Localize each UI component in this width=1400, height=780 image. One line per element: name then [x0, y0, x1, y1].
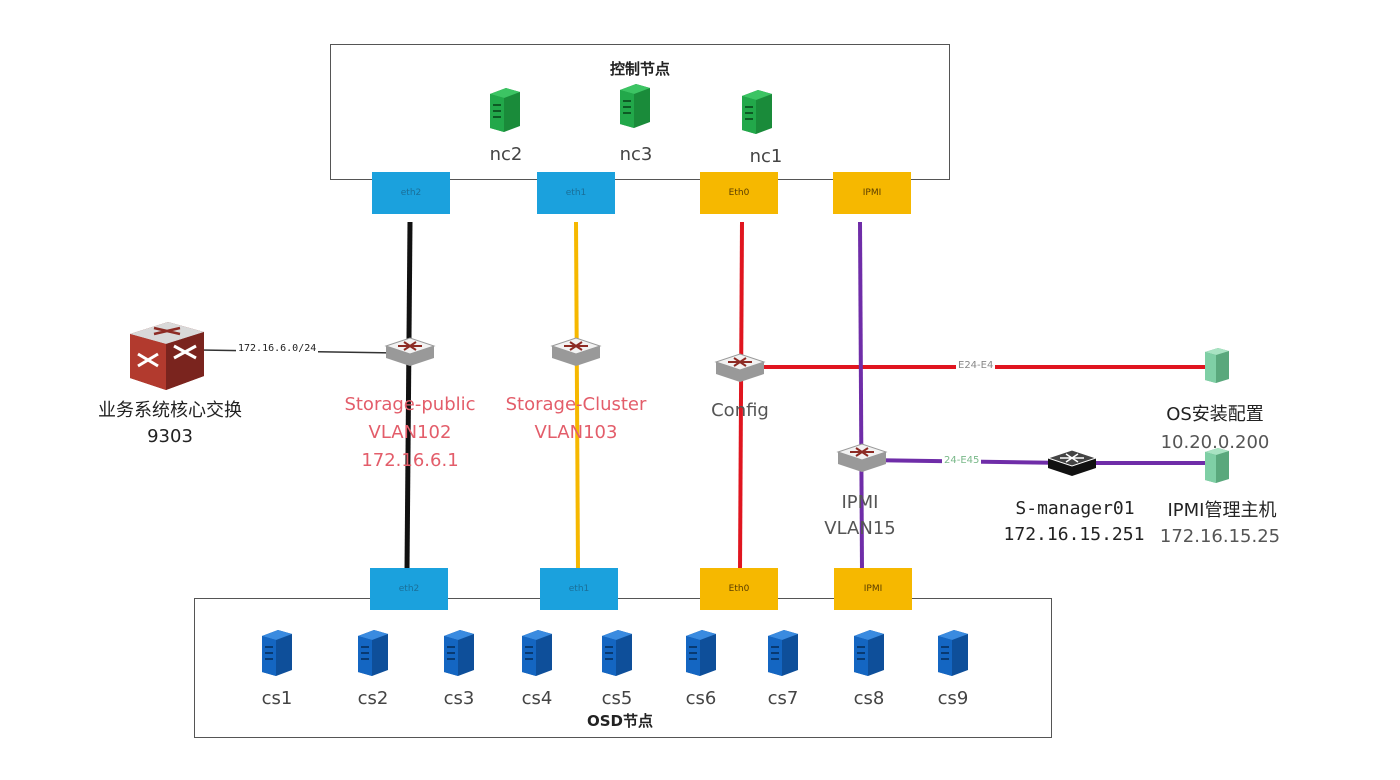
ipmi-switch-icon [834, 440, 890, 480]
osd-group-title: OSD节点 [586, 712, 653, 730]
ipmi-name: IPMI [841, 492, 879, 513]
ipmi-host-ip: 172.16.15.25 [1159, 526, 1281, 547]
node-label-nc1: nc1 [749, 146, 783, 167]
control-port-eth1: eth1 [537, 172, 615, 214]
server-icon [258, 628, 296, 680]
s-manager-name: S-manager01 [1015, 498, 1135, 519]
storage-cluster-link [574, 221, 580, 571]
osd-port-eth2: eth2 [370, 568, 448, 610]
node-label-cs1: cs1 [261, 688, 293, 709]
node-label-cs7: cs7 [767, 688, 799, 709]
node-label-nc2: nc2 [489, 144, 523, 165]
os-install-server-icon [1202, 346, 1232, 388]
node-label-cs4: cs4 [521, 688, 553, 709]
ipmi-host-server-icon [1202, 446, 1232, 488]
storage-cluster-name: Storage-Cluster [505, 394, 647, 415]
ipmi-host-title: IPMI管理主机 [1167, 500, 1277, 521]
core-router-icon [124, 316, 208, 400]
storage-public-vlan: VLAN102 [368, 422, 452, 443]
storage-public-link [404, 221, 413, 571]
node-label-cs8: cs8 [853, 688, 885, 709]
server-icon [440, 628, 478, 680]
osd-node-group [194, 598, 1052, 738]
server-icon [682, 628, 720, 680]
config-vertical-link [738, 221, 744, 571]
server-icon [850, 628, 888, 680]
s-manager-switch-icon [1044, 446, 1100, 484]
storage-cluster-vlan: VLAN103 [534, 422, 618, 443]
osd-port-eth0: Eth0 [700, 568, 778, 610]
server-icon [934, 628, 972, 680]
core-switch-link-label: 172.16.6.0/24 [236, 343, 319, 354]
os-install-ip: 10.20.0.200 [1160, 432, 1270, 453]
control-node-group [330, 44, 950, 180]
node-label-cs2: cs2 [357, 688, 389, 709]
server-icon [518, 628, 556, 680]
server-icon [738, 88, 776, 138]
node-label-cs6: cs6 [685, 688, 717, 709]
config-link-label: E24-E4 [956, 360, 996, 371]
ipmi-vlan: VLAN15 [824, 518, 896, 539]
server-icon [354, 628, 392, 680]
storage-cluster-switch-icon [548, 334, 604, 374]
core-switch-name: 业务系统核心交换 [98, 400, 242, 421]
control-group-title: 控制节点 [609, 60, 670, 78]
ipmi-vertical-link [858, 221, 864, 571]
control-port-eth2: eth2 [372, 172, 450, 214]
os-install-title: OS安装配置 [1166, 404, 1264, 425]
storage-public-ip: 172.16.6.1 [361, 450, 459, 471]
node-label-cs5: cs5 [601, 688, 633, 709]
storage-public-name: Storage-public [344, 394, 476, 415]
config-switch-icon [712, 350, 768, 390]
node-label-nc3: nc3 [619, 144, 653, 165]
node-label-cs3: cs3 [443, 688, 475, 709]
node-label-cs9: cs9 [937, 688, 969, 709]
osd-port-ipmi: IPMI [834, 568, 912, 610]
storage-public-switch-icon [382, 334, 438, 374]
osd-port-eth1: eth1 [540, 568, 618, 610]
s-manager-ip: 172.16.15.251 [1003, 524, 1145, 545]
server-icon [486, 86, 524, 136]
control-port-ipmi: IPMI [833, 172, 911, 214]
server-icon [616, 82, 654, 132]
ipmi-link-label: 24-E45 [942, 455, 982, 466]
control-port-eth0: Eth0 [700, 172, 778, 214]
core-switch-model: 9303 [147, 426, 193, 447]
server-icon [598, 628, 636, 680]
server-icon [764, 628, 802, 680]
config-name: Config [711, 400, 769, 421]
